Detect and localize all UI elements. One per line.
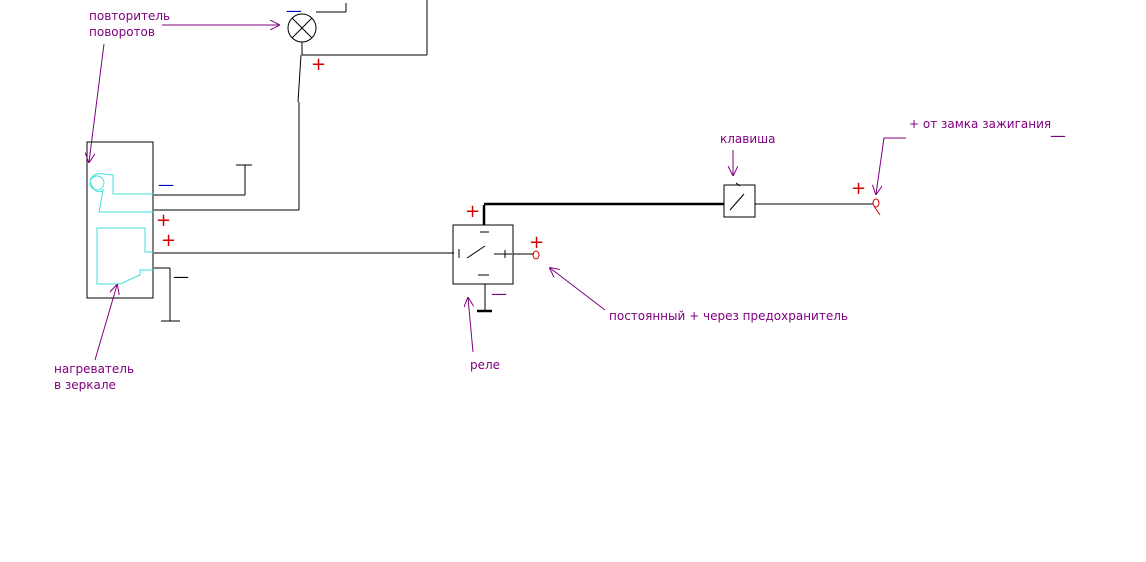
heater-label-line2: в зеркале xyxy=(54,378,116,392)
lamp-plus-mark: + xyxy=(311,54,326,75)
mirror-repeater-minus: — xyxy=(158,175,174,194)
heater-label-line1: нагреватель xyxy=(54,362,134,376)
mirror-heater-plus: + xyxy=(161,230,176,251)
ignition-minus: — xyxy=(1050,126,1066,145)
repeater-element xyxy=(89,173,153,213)
repeater-element-arrow xyxy=(89,43,105,162)
ignition-arrow xyxy=(876,137,906,194)
relay-arrow xyxy=(468,298,473,353)
repeater-label-line1: повторитель xyxy=(89,9,170,23)
relay-minus: — xyxy=(491,284,507,303)
key-switch-label: клавиша xyxy=(720,132,775,146)
relay-plus-right: + xyxy=(529,232,544,253)
constant-plus-arrow xyxy=(550,268,606,311)
heater-element-arrow xyxy=(94,285,117,361)
constant-plus-label: постоянный + через предохранитель xyxy=(609,309,848,323)
repeater-wire xyxy=(154,54,302,211)
repeater-label-line2: поворотов xyxy=(89,25,155,39)
switch-plus: + xyxy=(851,178,866,199)
lamp-minus-mark: — xyxy=(286,1,302,20)
relay-plus-top: + xyxy=(465,201,480,222)
mirror-repeater-plus: + xyxy=(156,210,171,231)
relay-block xyxy=(452,205,540,313)
key-switch-symbol xyxy=(723,182,881,218)
relay-label: реле xyxy=(470,358,500,372)
mirror-heater-minus: — xyxy=(173,267,189,286)
mirror-block xyxy=(86,141,252,322)
ignition-label: + от замка зажигания xyxy=(909,117,1051,131)
repeater-lamp: — xyxy=(286,0,428,56)
annotation-arrows xyxy=(89,25,906,361)
heater-element xyxy=(96,227,153,285)
